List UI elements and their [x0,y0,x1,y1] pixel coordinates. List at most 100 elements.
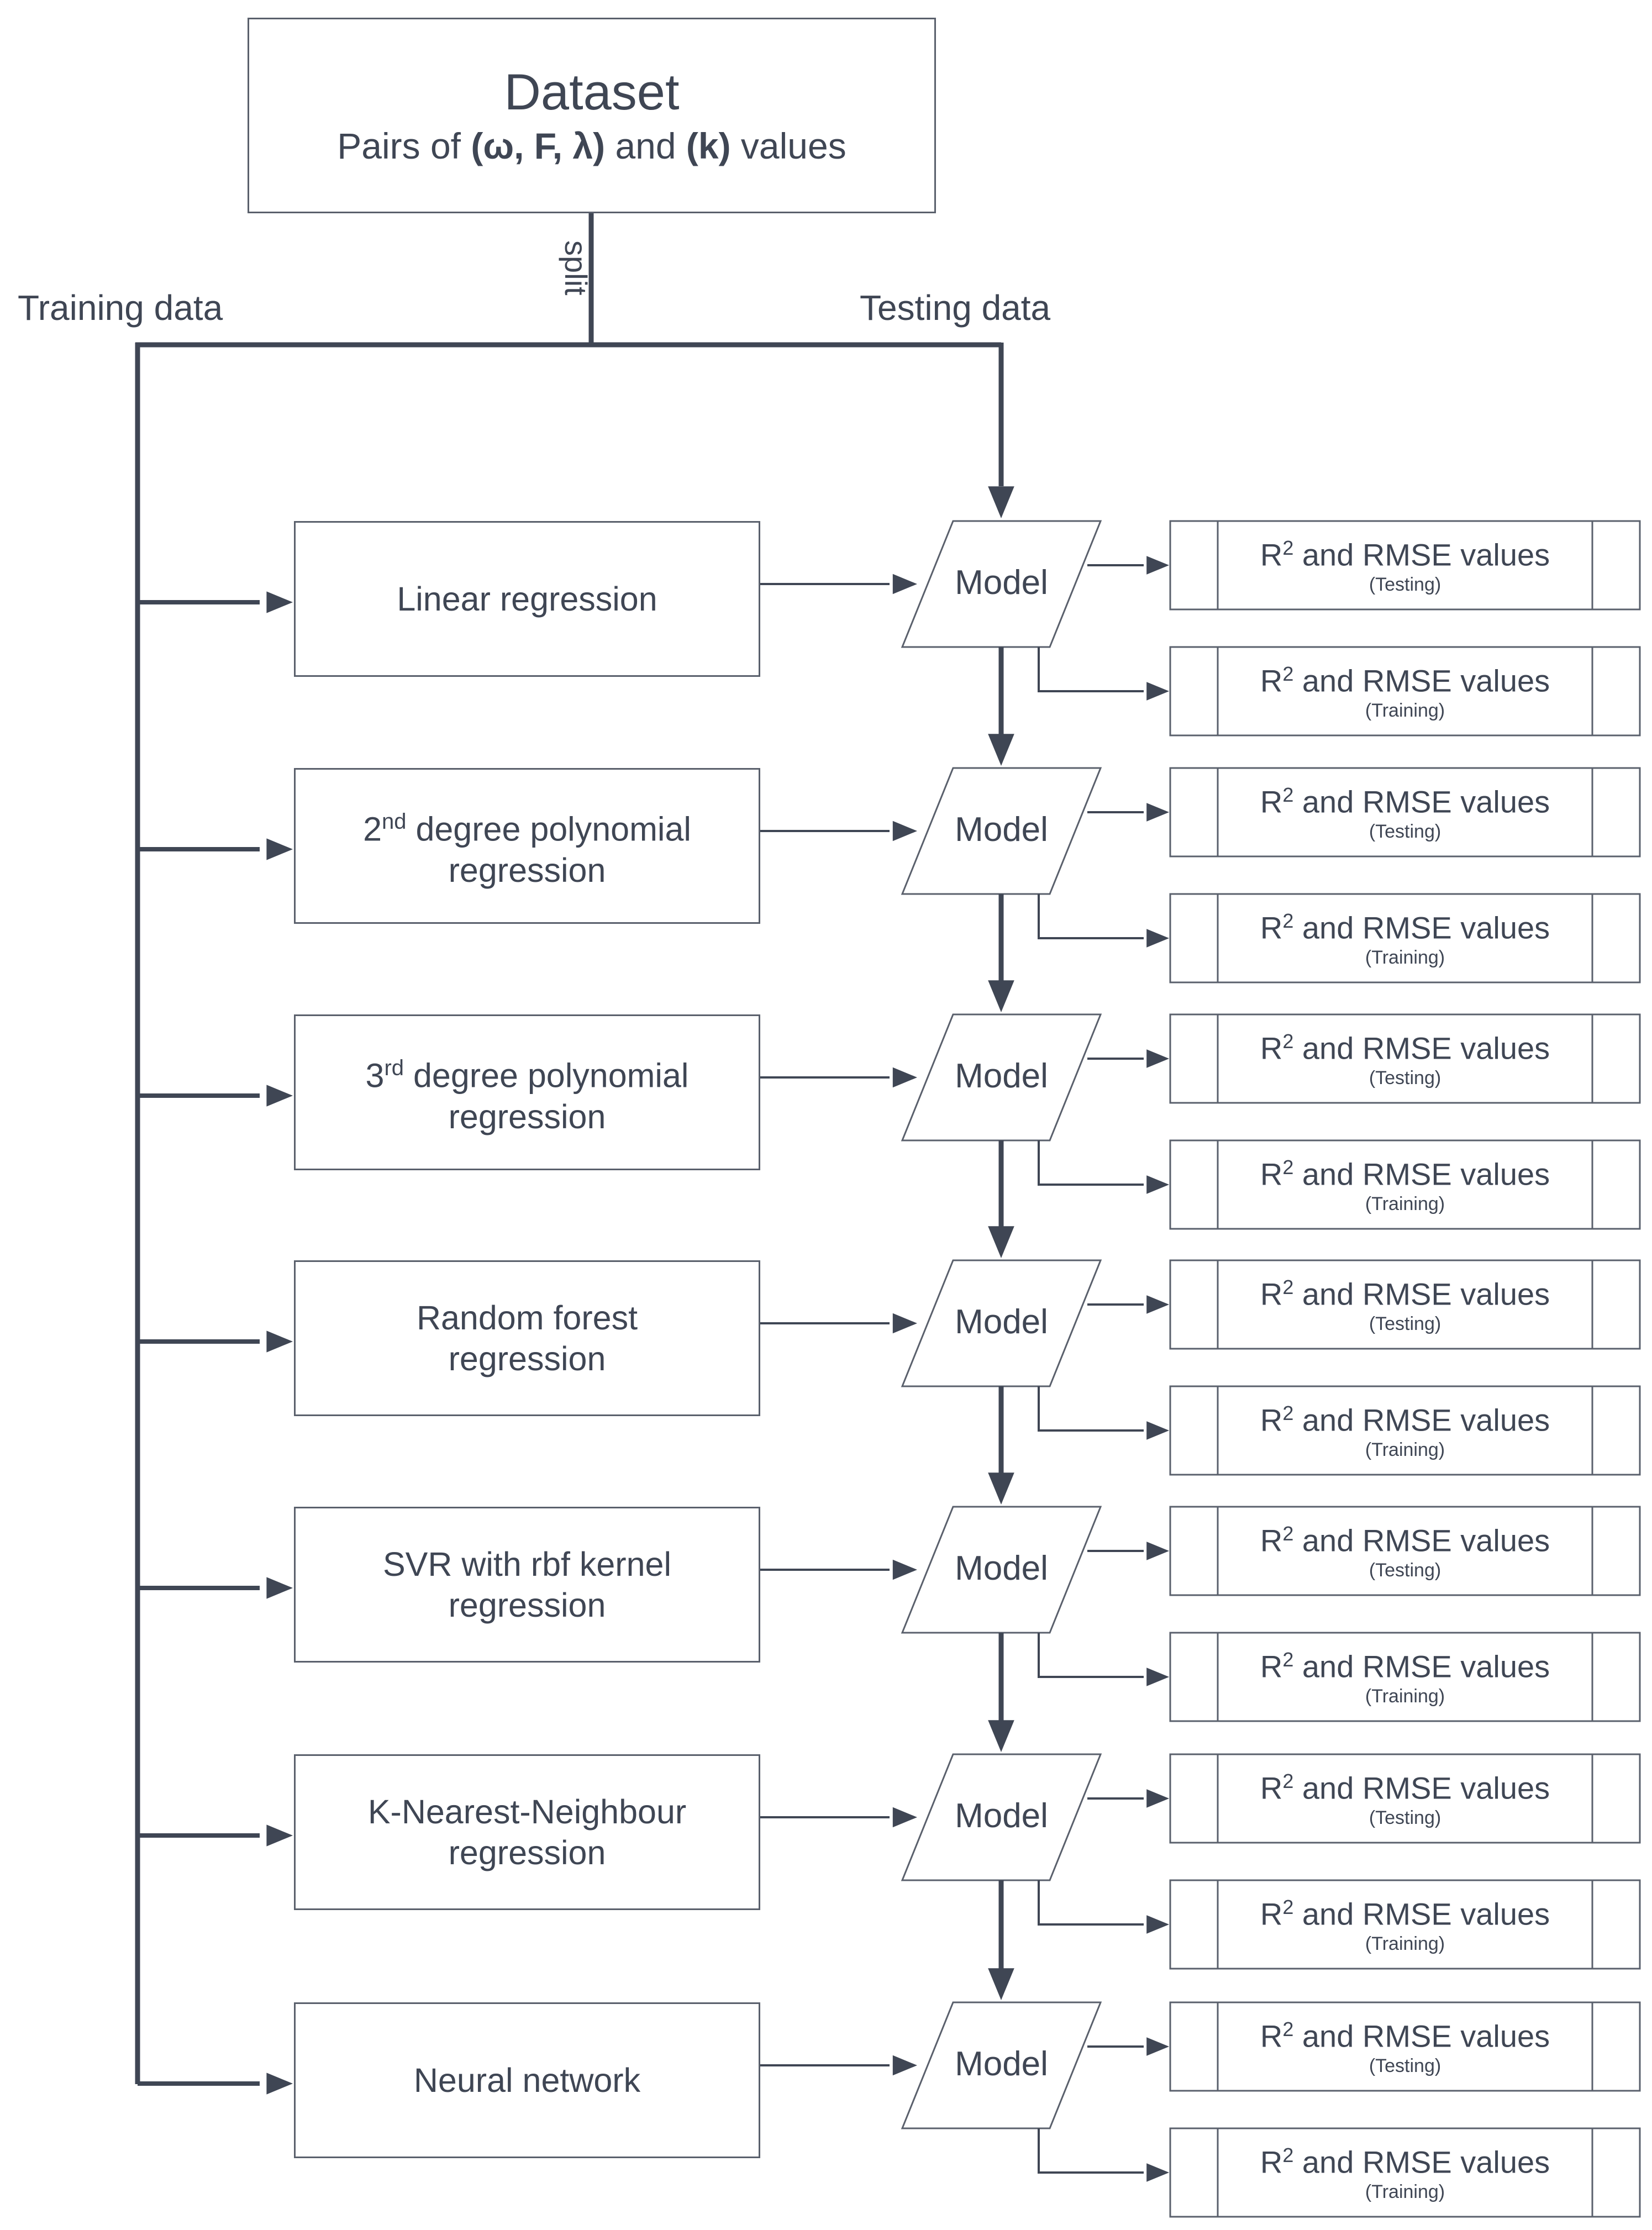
metric-r: R [1260,1402,1283,1438]
model-to-training-line [1038,1880,1144,1926]
model-to-training-line [1038,1386,1144,1432]
metric-main-text: R2 and RMSE values [1218,1643,1592,1684]
metric-box-training [1169,2127,1641,2218]
algorithm-line1-text: Neural network [413,2061,641,2099]
model-chain-arrow-head [988,1226,1014,1258]
algorithm-line1-rest: degree polynomial [404,1056,689,1095]
training-arrow-head [266,1085,293,1107]
model-to-training-line [1038,2128,1144,2174]
metric-label-training: R2 and RMSE values(Training) [1218,1643,1592,1708]
algorithm-to-model-arrow-head [892,2055,917,2076]
metric-rest: and RMSE values [1293,1896,1550,1932]
metric-r-superscript: 2 [1282,1648,1294,1671]
algorithm-line1-rest: degree polynomial [406,810,691,848]
metric-box-testing [1169,1013,1641,1104]
metric-main-text: R2 and RMSE values [1218,1396,1592,1438]
dataset-title: Dataset [504,64,680,120]
model-chain-arrow-head [988,1968,1014,2000]
algorithm-to-model-arrow-head [892,1807,917,1828]
model-label: Model [955,1797,1048,1835]
metric-r: R [1260,1156,1283,1192]
model-shape [901,1013,1102,1142]
algorithm-line1-text: Random forest [416,1299,638,1337]
model-shape [901,520,1102,648]
training-data-label: Training data [18,288,223,328]
algorithm-line1: 2nd degree polynomial [363,801,691,849]
metric-box-testing [1169,1753,1641,1844]
metric-r: R [1260,2018,1283,2054]
metric-r-superscript: 2 [1282,1030,1294,1053]
algorithm-line1: Linear regression [397,578,657,619]
model-label: Model [955,811,1048,849]
metric-label-training: R2 and RMSE values(Training) [1218,1396,1592,1462]
metric-r: R [1260,910,1283,945]
metric-label-training: R2 and RMSE values(Training) [1218,1150,1592,1216]
metric-subtitle-testing: (Testing) [1369,574,1441,595]
metric-rest: and RMSE values [1293,784,1550,819]
model-to-training-line [1038,647,1144,692]
metric-subtitle-training: (Training) [1365,1193,1445,1214]
metric-r-superscript: 2 [1282,1896,1294,1918]
algorithm-line2: regression [448,1834,606,1871]
metric-rest: and RMSE values [1293,1523,1550,1558]
metric-box-training [1169,1879,1641,1970]
model-shape [901,767,1102,895]
model-to-testing-arrow-head [1146,2037,1169,2056]
metric-r-superscript: 2 [1282,662,1294,685]
metric-label-testing: R2 and RMSE values(Testing) [1218,1764,1592,1830]
algorithm-line1-text: K-Nearest-Neighbour [367,1793,687,1831]
metric-r: R [1260,663,1283,698]
metric-r: R [1260,1523,1283,1558]
training-arrow-head [266,1577,293,1599]
algorithm-line1-text: SVR with rbf kernel [382,1545,672,1583]
metric-main-text: R2 and RMSE values [1218,1024,1592,1066]
algorithm-line1-text: 2 [363,810,382,848]
metric-rest: and RMSE values [1293,1770,1550,1806]
dataset-desc-mid: and [605,125,686,166]
algorithm-line1: 3rd degree polynomial [366,1048,689,1096]
connectors [135,213,1641,2218]
model-shape [901,1259,1102,1387]
dataset-desc-tuple: (ω, F, λ) [471,125,606,166]
metric-label-testing: R2 and RMSE values(Testing) [1218,1517,1592,1582]
metric-r: R [1260,2144,1283,2180]
metric-rest: and RMSE values [1293,537,1550,572]
training-arrow-head [266,838,293,860]
metric-r-superscript: 2 [1282,1402,1294,1424]
model-shape [901,1506,1102,1634]
metric-subtitle-testing: (Testing) [1369,1559,1441,1581]
algorithm-label: Neural network [414,2060,640,2101]
metric-label-training: R2 and RMSE values(Training) [1218,1890,1592,1956]
model-shape [901,2001,1102,2129]
model-label: Model [955,2045,1048,2083]
metric-label-testing: R2 and RMSE values(Testing) [1218,2012,1592,2078]
metric-main-text: R2 and RMSE values [1218,2138,1592,2180]
metric-label-testing: R2 and RMSE values(Testing) [1218,1024,1592,1090]
metric-box-training [1169,893,1641,983]
metric-box-training [1169,1632,1641,1722]
metric-rest: and RMSE values [1293,1649,1550,1684]
training-arrow-head [266,1330,293,1353]
metric-box-testing [1169,1506,1641,1596]
algorithm-to-model-arrow-head [892,1067,917,1088]
metric-main-text: R2 and RMSE values [1218,531,1592,572]
metric-label-training: R2 and RMSE values(Training) [1218,2138,1592,2204]
metric-rest: and RMSE values [1293,1156,1550,1192]
metric-r: R [1260,1030,1283,1066]
metric-main-text: R2 and RMSE values [1218,2012,1592,2054]
testing-arrow-head [988,486,1014,518]
metric-r-superscript: 2 [1282,1276,1294,1298]
metric-box-testing [1169,767,1641,858]
model-to-training-arrow-head [1146,1915,1169,1934]
model-to-training-arrow-head [1146,682,1169,701]
metric-main-text: R2 and RMSE values [1218,1150,1592,1192]
model-to-training-line [1038,894,1144,939]
algorithm-label: Linear regression [397,578,657,619]
metric-subtitle-testing: (Testing) [1369,1807,1441,1828]
metric-label-training: R2 and RMSE values(Training) [1218,657,1592,723]
